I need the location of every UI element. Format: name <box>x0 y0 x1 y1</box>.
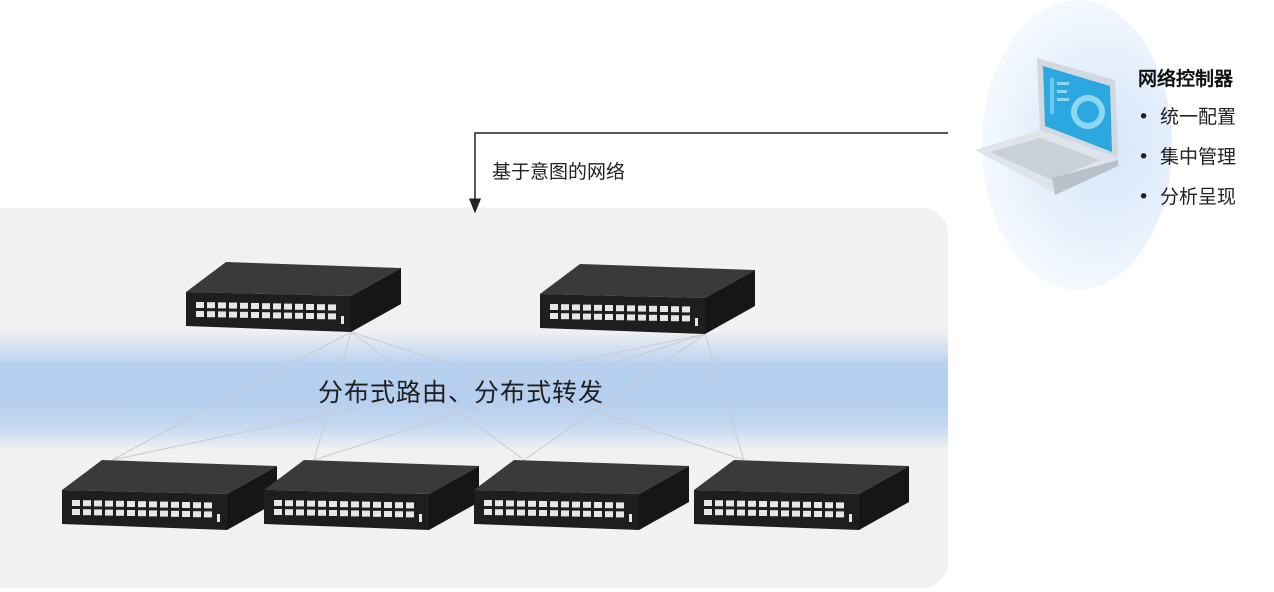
feature-label: 分析呈现 <box>1160 186 1237 208</box>
donut-chart-icon <box>1071 95 1105 129</box>
feature-item: • 集中管理 <box>1138 144 1236 184</box>
link-spine2-leaf3 <box>523 333 706 461</box>
spine-switch-2 <box>540 264 755 334</box>
link-spine2-leaf4 <box>704 333 745 461</box>
feature-item: • 统一配置 <box>1138 104 1236 144</box>
feature-item: • 分析呈现 <box>1138 184 1236 224</box>
link-spine1-leaf1 <box>111 331 352 461</box>
leaf-switch-3 <box>474 460 689 530</box>
controller-title: 网络控制器 <box>1138 68 1234 90</box>
link-spine2-leaf2 <box>313 333 706 461</box>
fabric-band <box>0 330 948 450</box>
link-spine1-leaf4 <box>350 331 745 461</box>
feature-label: 统一配置 <box>1160 106 1237 128</box>
laptop-icon <box>975 58 1118 195</box>
leaf-switch-2 <box>264 460 479 530</box>
link-spine1-leaf2 <box>313 331 352 461</box>
controller-feature-list: • 统一配置 • 集中管理 • 分析呈现 <box>1138 104 1236 224</box>
spine-switch-1 <box>186 262 401 332</box>
link-spine2-leaf1 <box>111 333 706 461</box>
intent-arrow <box>469 132 948 214</box>
fabric-links <box>111 331 745 461</box>
feature-label: 集中管理 <box>1160 146 1237 168</box>
bullet-icon: • <box>1138 146 1150 168</box>
leaf-switch-4 <box>694 460 909 530</box>
bullet-icon: • <box>1138 106 1150 128</box>
intent-network-label: 基于意图的网络 <box>492 161 626 183</box>
bullet-icon: • <box>1138 186 1150 208</box>
fabric-label: 分布式路由、分布式转发 <box>318 378 605 407</box>
leaf-switch-1 <box>62 460 277 530</box>
link-spine1-leaf3 <box>350 331 525 461</box>
